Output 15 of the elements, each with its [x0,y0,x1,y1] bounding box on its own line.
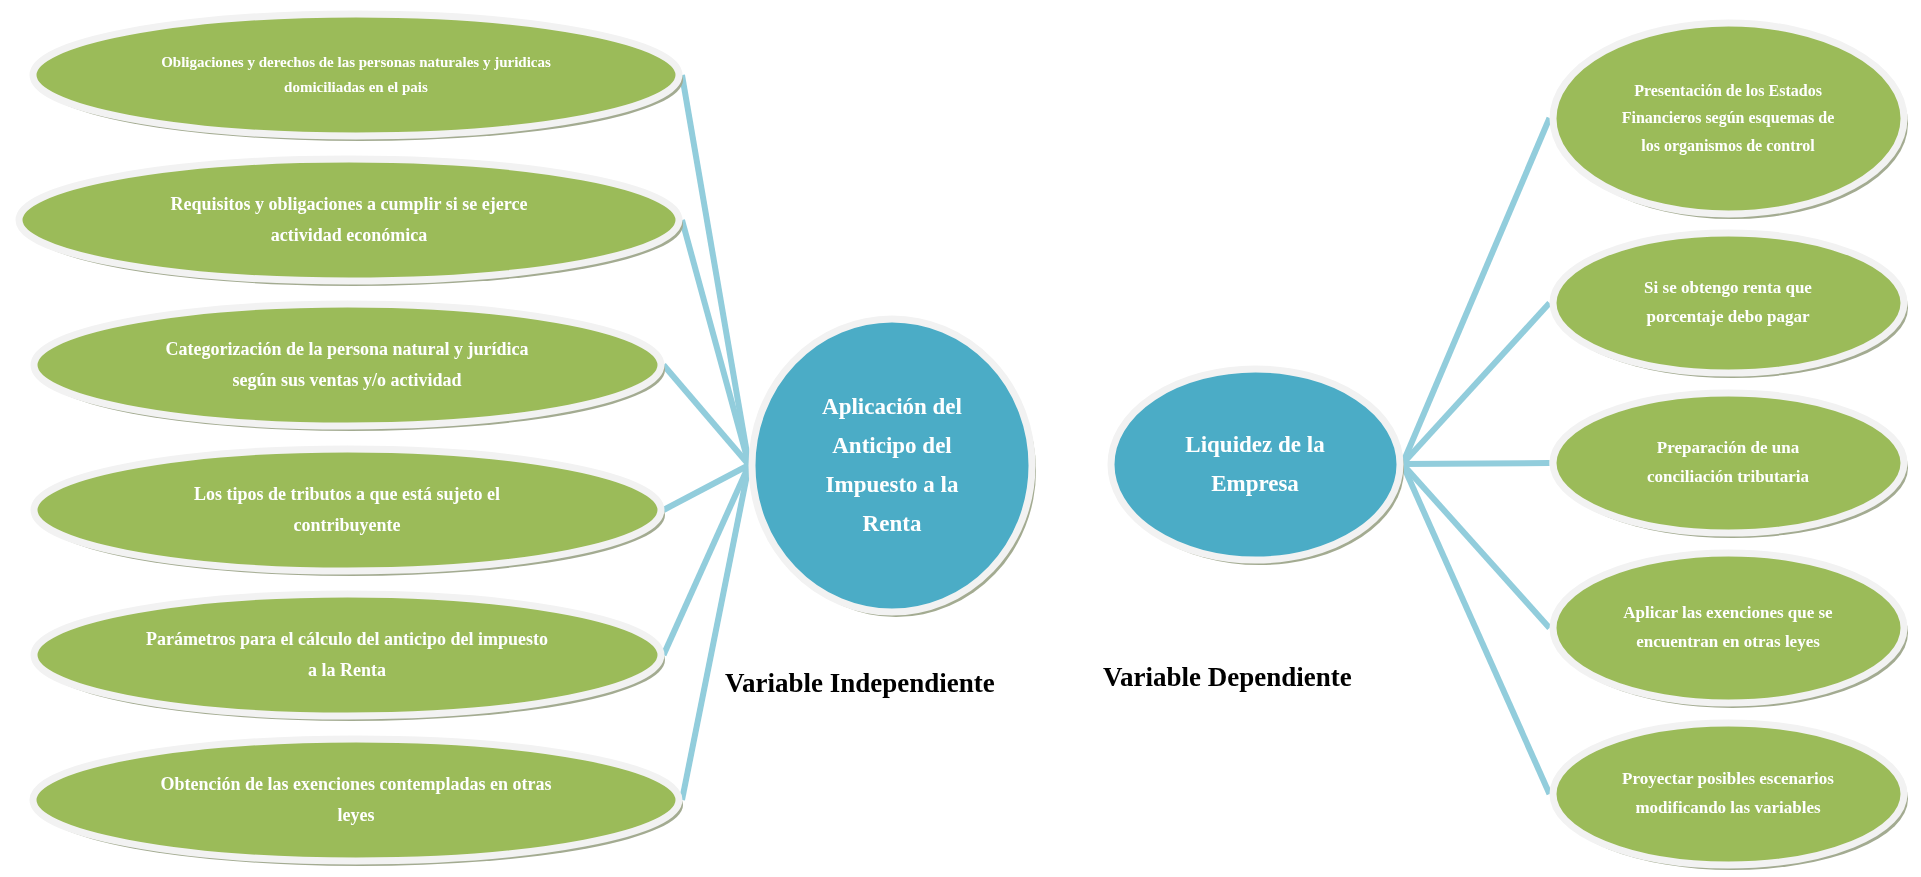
node-text: Presentación de los Estados Financieros según esquemas de los organismos de control [1620,81,1836,157]
variable-label: Variable Dependiente [1103,662,1352,693]
node-text: Preparación de una conciliación tributaria [1646,437,1810,488]
node-text: Requisitos y obligaciones a cumplir si se ejerce actividad económica [169,193,529,247]
node-text: Liquidez de la Empresa [1184,430,1326,498]
node-text: Aplicar las exenciones que se encuentran en otras leyes [1622,602,1834,653]
node-text: Obligaciones y derechos de las personas naturales y juridicas domiciliadas en el pais [160,52,552,97]
node-text: Categorización de la persona natural y jurídica según sus ventas y/o actividad [164,338,530,392]
node-text: Parámetros para el cálculo del anticipo del impuesto a la Renta [144,628,550,682]
node-text: Aplicación del Anticipo del Impuesto a la Renta [821,392,963,539]
node-text: Proyectar posibles escenarios modificando las variables [1621,768,1835,819]
node-text: Los tipos de tributos a que está sujeto el contribuyente [193,483,501,537]
node-text: Si se obtengo renta que porcentaje debo pagar [1643,277,1813,328]
node-text: Obtención de las exenciones contempladas en otras leyes [159,773,553,827]
variable-label: Variable Independiente [725,668,995,699]
